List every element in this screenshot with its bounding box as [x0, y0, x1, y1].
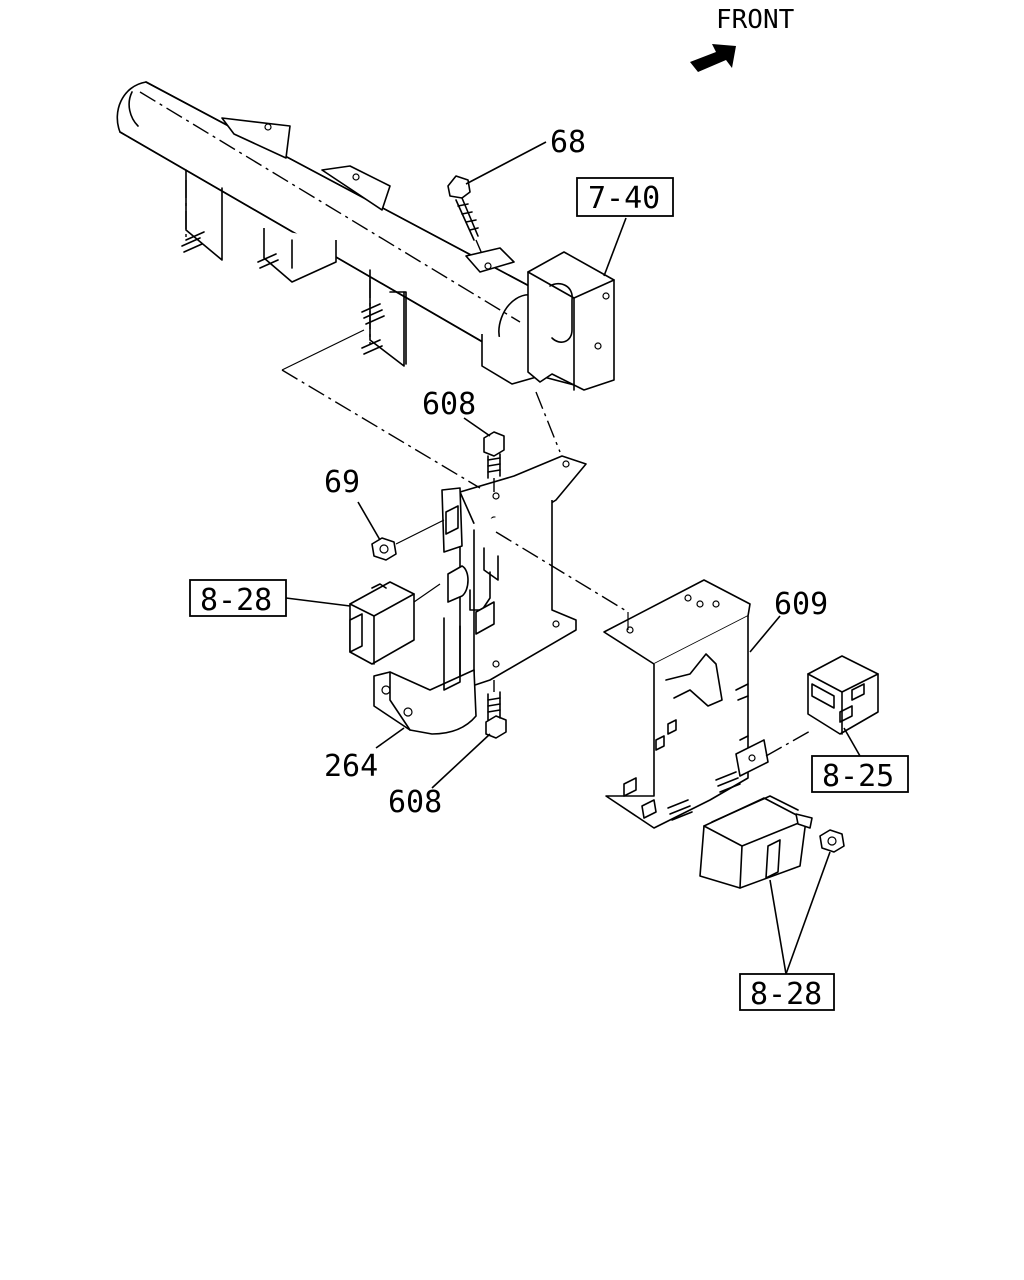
callout-8-28-left: 8-28	[200, 583, 272, 618]
nut-8-28	[819, 829, 845, 853]
callout-7-40: 7-40	[588, 181, 660, 216]
leader-lines	[285, 141, 861, 975]
callout-264: 264	[324, 749, 378, 784]
center-bracket	[441, 455, 587, 691]
callout-608-lower: 608	[388, 785, 442, 820]
callout-8-28-bottom-box	[739, 973, 835, 1011]
unit-8-25	[807, 655, 879, 735]
cross-member-pipe	[116, 81, 550, 358]
bolt-608-lower	[485, 680, 507, 739]
callout-8-28-bottom: 8-28	[750, 977, 822, 1012]
callouts: 68 7-40 608 69 8-28 609 8-25 264 608 8-2…	[189, 125, 909, 1012]
callout-8-25-box	[811, 755, 909, 793]
unit-8-28-bottom	[699, 795, 813, 889]
studs-609	[667, 771, 741, 821]
callout-68: 68	[550, 125, 586, 160]
block-7-40	[527, 251, 615, 391]
front-label: FRONT	[716, 5, 795, 35]
bracket-264	[373, 617, 477, 735]
callout-608-upper: 608	[422, 387, 476, 422]
unit-8-28-left	[349, 581, 415, 665]
front-arrow-icon	[690, 44, 736, 72]
bolt-608-upper	[483, 431, 505, 492]
nut-69	[371, 537, 397, 561]
callout-8-25: 8-25	[822, 759, 894, 794]
bolt-68	[447, 175, 515, 273]
bracket-609	[603, 579, 769, 829]
callout-609: 609	[774, 587, 828, 622]
assembly-lines	[281, 329, 813, 757]
callout-69: 69	[324, 465, 360, 500]
callout-7-40-box	[576, 177, 674, 217]
callout-8-28-left-box	[189, 579, 287, 617]
front-indicator: FRONT	[690, 5, 795, 72]
